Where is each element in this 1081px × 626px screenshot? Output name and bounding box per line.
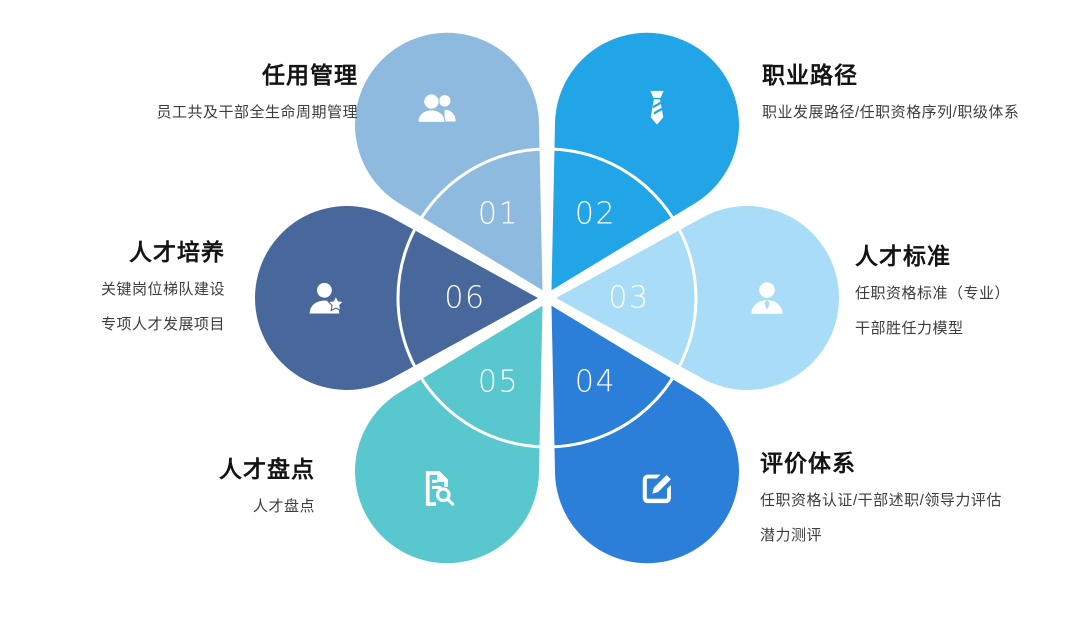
petal-04 bbox=[551, 305, 739, 564]
center-ring bbox=[396, 147, 698, 449]
label-line: 关键岗位梯队建设 bbox=[100, 281, 225, 299]
petal-number-04: 04 bbox=[575, 365, 616, 400]
petal-number-06: 06 bbox=[444, 281, 485, 316]
petal-05 bbox=[355, 305, 543, 564]
label-line: 职业发展路径/任职资格序列/职级体系 bbox=[762, 104, 1020, 122]
label-title: 任用管理 bbox=[262, 62, 358, 88]
label-title: 评价体系 bbox=[760, 450, 856, 476]
label-talent-review: 人才盘点 人才盘点 bbox=[219, 456, 315, 517]
users-icon bbox=[417, 93, 456, 123]
label-talent-standard: 人才标准 任职资格标准（专业） 干部胜任力模型 bbox=[855, 243, 1010, 338]
doc-search-icon bbox=[425, 471, 455, 506]
label-talent-development: 人才培养 关键岗位梯队建设 专项人才发展项目 bbox=[101, 239, 225, 334]
label-title: 人才盘点 bbox=[219, 456, 315, 482]
label-line: 任职资格标准（专业） bbox=[855, 285, 1011, 303]
petal-02 bbox=[551, 32, 739, 291]
petal-number-03: 03 bbox=[608, 281, 649, 316]
label-title: 人才培养 bbox=[129, 239, 225, 265]
label-line: 人才盘点 bbox=[252, 498, 315, 516]
label-title: 职业路径 bbox=[762, 62, 858, 88]
petal-number-02: 02 bbox=[575, 197, 616, 232]
label-appointment-management: 任用管理 员工共及干部全生命周期管理 bbox=[156, 62, 358, 123]
label-line: 专项人才发展项目 bbox=[100, 315, 225, 333]
petal-01 bbox=[355, 32, 543, 291]
label-line: 潜力测评 bbox=[760, 526, 823, 544]
label-line: 员工共及干部全生命周期管理 bbox=[156, 104, 358, 122]
label-evaluation-system: 评价体系 任职资格认证/干部述职/领导力评估 潜力测评 bbox=[760, 450, 1002, 545]
user-icon bbox=[751, 282, 783, 314]
label-career-path: 职业路径 职业发展路径/任职资格序列/职级体系 bbox=[762, 62, 1019, 123]
tie-icon bbox=[650, 90, 664, 125]
edit-icon bbox=[642, 474, 671, 504]
petal-number-01: 01 bbox=[478, 197, 519, 232]
label-title: 人才标准 bbox=[855, 243, 951, 269]
petal-06 bbox=[254, 206, 538, 391]
petal-03 bbox=[556, 206, 840, 390]
user-star-icon bbox=[309, 282, 345, 314]
petal-number-05: 05 bbox=[478, 365, 519, 400]
label-line: 干部胜任力模型 bbox=[855, 319, 964, 337]
label-line: 任职资格认证/干部述职/领导力评估 bbox=[760, 492, 1002, 510]
